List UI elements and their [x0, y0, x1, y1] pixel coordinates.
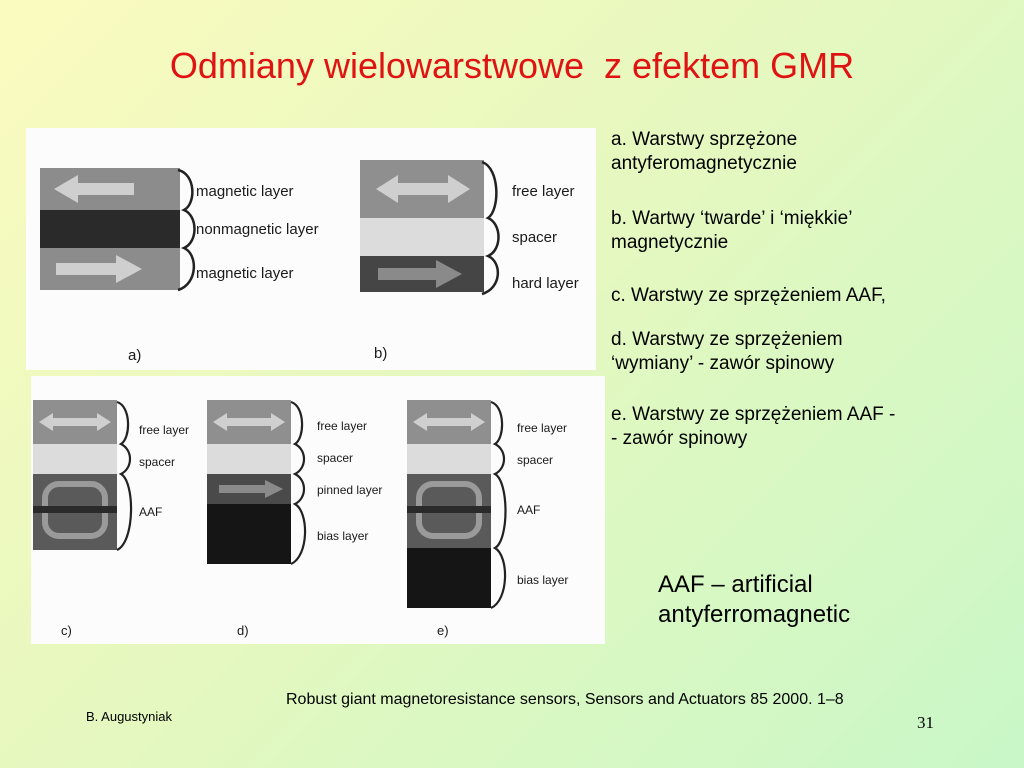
- double-arrow-icon: [213, 413, 285, 431]
- brace-a: [177, 168, 196, 292]
- definition-line: ‘wymiany’ - zawór spinowy: [611, 353, 835, 374]
- definition-b: b. Wartwy ‘twarde’ i ‘miękkie’ magnetycz…: [611, 207, 1021, 255]
- layer-label: AAF: [139, 505, 162, 519]
- layer-label: nonmagnetic layer: [196, 221, 319, 238]
- definition-line: a. Warstwy sprzężone: [611, 129, 798, 150]
- layer-label: spacer: [317, 451, 353, 465]
- arrow-right-icon: [56, 255, 142, 283]
- definition-e: e. Warstwy ze sprzężeniem AAF - - zawór …: [611, 403, 1021, 451]
- arrow-right-icon: [219, 480, 283, 498]
- aaf-separator: [33, 506, 117, 513]
- layer-label: pinned layer: [317, 483, 382, 497]
- aaf-note-line: antyferromagnetic: [658, 601, 851, 628]
- bias-layer: [207, 504, 291, 564]
- stack-c: free layer spacer AAF c): [33, 400, 189, 638]
- brace-d: [290, 400, 307, 566]
- layer-label: free layer: [512, 183, 575, 200]
- aaf-note-line: AAF – artificial: [658, 571, 813, 598]
- definition-line: d. Warstwy ze sprzężeniem: [611, 329, 843, 350]
- definition-line: magnetycznie: [611, 232, 729, 253]
- aaf-note: AAF – artificial antyferromagnetic: [658, 570, 850, 630]
- layer-label: spacer: [512, 229, 557, 246]
- definition-line: - zawór spinowy: [611, 428, 748, 449]
- author: B. Augustyniak: [86, 709, 172, 724]
- layer-label: magnetic layer: [196, 183, 294, 200]
- spacer: [33, 444, 117, 474]
- figure-cde: free layer spacer AAF c) free layer spac…: [31, 376, 605, 644]
- brace-e: [490, 400, 507, 610]
- panel-label: b): [374, 345, 387, 362]
- double-arrow-icon: [39, 413, 111, 431]
- layer-label: bias layer: [317, 529, 368, 543]
- reference: Robust giant magnetoresistance sensors, …: [286, 691, 844, 708]
- nonmagnetic-layer: [40, 210, 180, 248]
- panel-label: e): [437, 623, 449, 638]
- definition-line: e. Warstwy ze sprzężeniem AAF -: [611, 404, 896, 425]
- layer-label: hard layer: [512, 275, 579, 292]
- layer-label: magnetic layer: [196, 265, 294, 282]
- stack-b: free layer spacer hard layer b): [360, 160, 579, 362]
- panel-label: d): [237, 623, 249, 638]
- layer-label: free layer: [317, 419, 367, 433]
- layer-label: bias layer: [517, 573, 568, 587]
- arrow-right-icon: [378, 260, 462, 288]
- layer-label: free layer: [517, 421, 567, 435]
- spacer: [407, 444, 491, 474]
- panel-label: c): [61, 623, 72, 638]
- brace-c: [116, 400, 133, 552]
- layer-label: spacer: [517, 453, 553, 467]
- double-arrow-icon: [413, 413, 485, 431]
- layer-label: free layer: [139, 423, 189, 437]
- stack-a: magnetic layer nonmagnetic layer magneti…: [40, 168, 319, 364]
- stack-d: free layer spacer pinned layer bias laye…: [207, 400, 382, 638]
- arrow-left-icon: [54, 175, 134, 203]
- panel-label: a): [128, 347, 141, 364]
- figure-ab: magnetic layer nonmagnetic layer magneti…: [26, 128, 596, 370]
- brace-b: [481, 160, 500, 296]
- definition-c: c. Warstwy ze sprzężeniem AAF,: [611, 284, 1021, 308]
- bias-layer: [407, 548, 491, 608]
- aaf-separator: [407, 506, 491, 513]
- spacer: [360, 218, 484, 256]
- spacer: [207, 444, 291, 474]
- definition-d: d. Warstwy ze sprzężeniem ‘wymiany’ - za…: [611, 328, 1021, 376]
- definition-line: c. Warstwy ze sprzężeniem AAF,: [611, 285, 886, 306]
- layer-label: spacer: [139, 455, 175, 469]
- slide-title: Odmiany wielowarstwowe z efektem GMR: [169, 45, 855, 86]
- definition-a: a. Warstwy sprzężone antyferomagnetyczni…: [611, 128, 1021, 176]
- page-number: 31: [917, 713, 934, 732]
- double-arrow-icon: [376, 175, 470, 203]
- definition-line: b. Wartwy ‘twarde’ i ‘miękkie’: [611, 208, 853, 229]
- stack-e: free layer spacer AAF bias layer e): [407, 400, 568, 638]
- layer-label: AAF: [517, 503, 540, 517]
- definition-line: antyferomagnetycznie: [611, 153, 797, 174]
